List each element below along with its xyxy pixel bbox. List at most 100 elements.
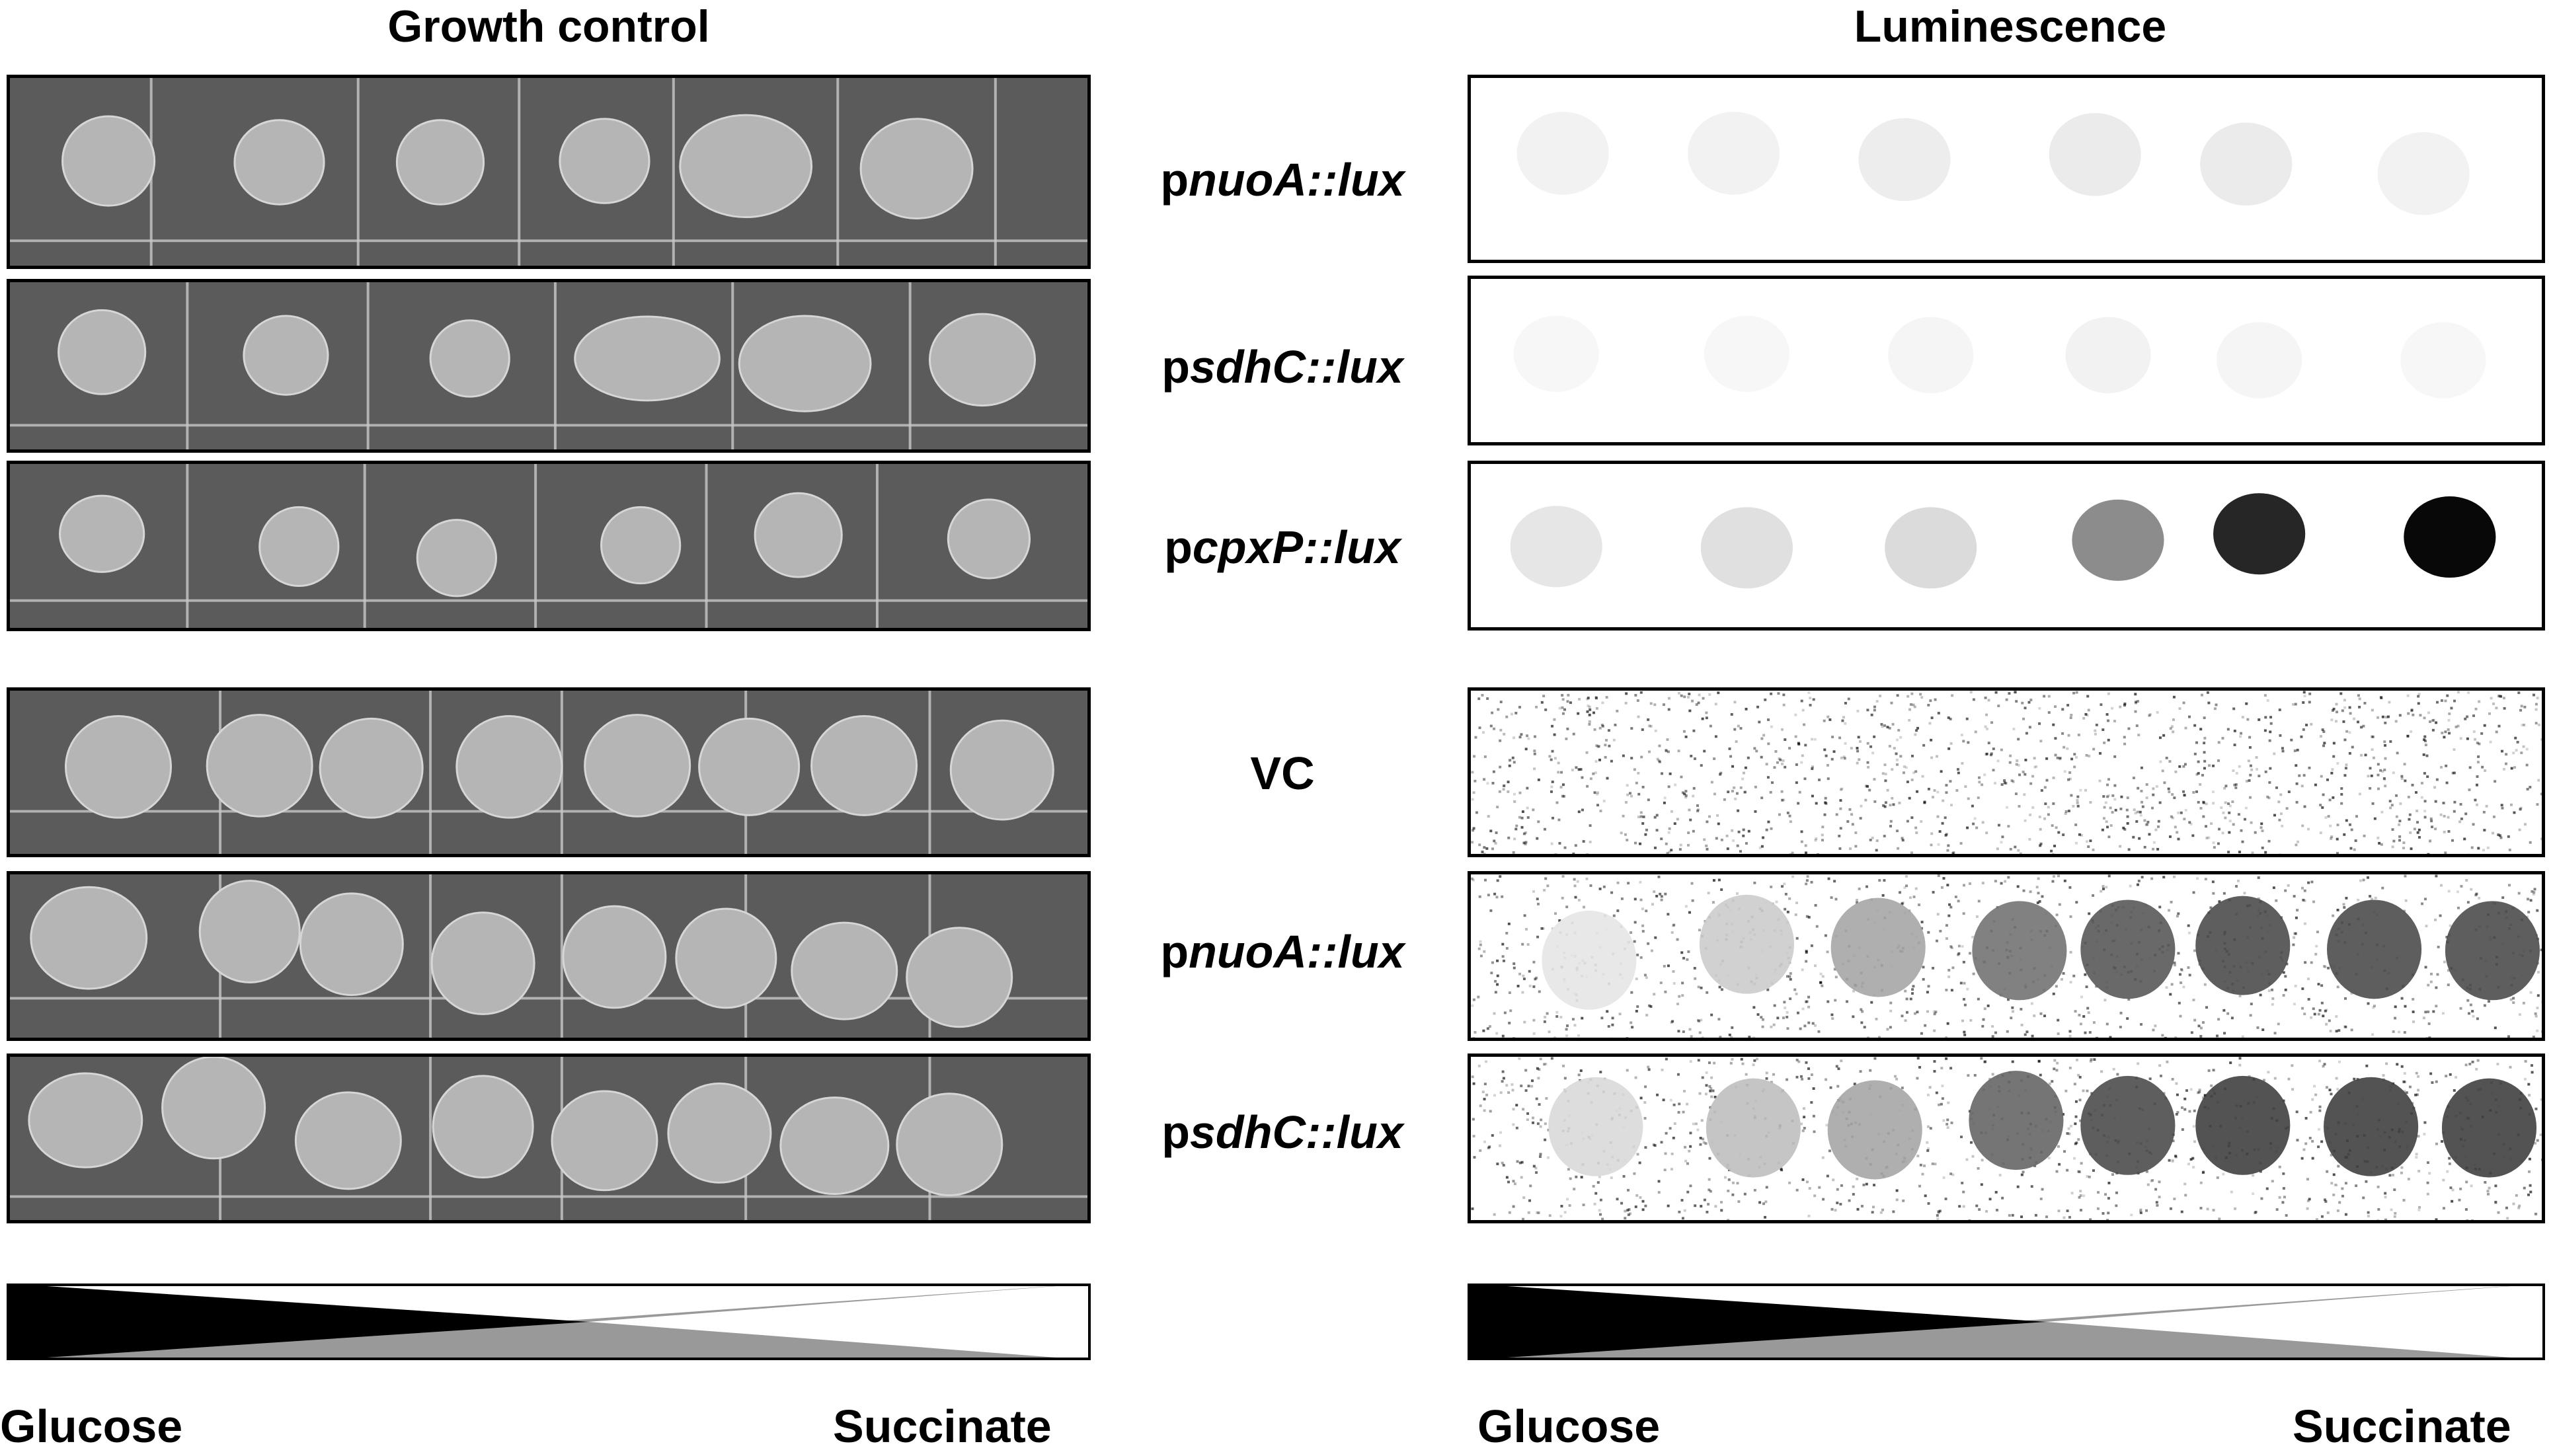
noise-speck [1536,898,1539,901]
noise-speck [2379,769,2382,772]
noise-speck [2234,786,2238,789]
noise-speck [2523,823,2527,826]
noise-speck [2106,1219,2109,1220]
noise-speck [1727,1219,1730,1220]
noise-speck [2275,786,2278,789]
noise-speck [1505,715,1509,718]
noise-speck [2022,889,2025,892]
noise-speck [2407,796,2410,798]
noise-speck [2294,984,2297,987]
noise-speck [1797,802,1800,805]
noise-speck [1916,726,1920,730]
noise-speck [2470,846,2474,849]
noise-speck [2261,829,2264,833]
noise-speck [1784,1007,1787,1009]
noise-speck [2425,754,2429,757]
noise-speck [1899,891,1901,894]
noise-speck [2481,765,2484,769]
noise-speck [2336,908,2339,911]
noise-speck [2429,720,2432,723]
noise-speck [1511,1083,1514,1086]
noise-speck [1890,701,1893,705]
noise-speck [2445,781,2449,785]
noise-speck [1844,722,1847,725]
noise-speck [1767,820,1770,824]
noise-speck [2303,805,2306,808]
noise-speck [1732,839,1735,842]
noise-speck [2199,806,2203,810]
noise-speck [1951,694,1954,697]
noise-speck [2014,691,2017,694]
noise-speck [1593,1202,1596,1206]
noise-speck [1479,943,1482,946]
colony-spot [667,1082,772,1184]
noise-speck [1739,727,1743,730]
noise-speck [1498,790,1501,793]
noise-speck [2106,795,2109,798]
noise-speck [2078,1170,2082,1174]
noise-speck [1633,940,1636,943]
noise-speck [1682,1110,1685,1114]
noise-speck [1494,991,1497,994]
noise-speck [1971,935,1975,939]
noise-speck [1795,901,1799,905]
noise-speck [2034,1213,2037,1217]
noise-speck [2145,1209,2148,1212]
noise-speck [1752,1036,1755,1038]
noise-speck [1830,1013,1834,1016]
noise-speck [2256,768,2259,771]
noise-speck [1653,1144,1657,1147]
noise-speck [1889,1026,1892,1029]
noise-speck [2267,989,2271,992]
noise-speck [2332,1173,2336,1176]
noise-speck [1840,756,1843,759]
noise-speck [2429,980,2433,983]
noise-speck [2442,802,2445,804]
noise-speck [2370,774,2373,777]
noise-speck [1824,801,1827,804]
noise-speck [1478,843,1481,847]
noise-speck [1512,851,1515,854]
noise-speck [2435,1142,2438,1145]
noise-speck [1945,1123,1949,1126]
noise-speck [2534,1212,2538,1215]
noise-speck [1658,760,1661,763]
noise-speck [1764,1215,1767,1219]
noise-speck [2509,1065,2512,1069]
noise-speck [2409,831,2412,834]
noise-speck [2080,1209,2082,1211]
lum-spot [2049,113,2141,196]
noise-speck [1752,1063,1755,1067]
noise-speck [2134,812,2137,815]
noise-speck [2170,725,2174,728]
noise-speck [2079,1119,2082,1122]
noise-speck [2074,1122,2077,1126]
noise-speck [1946,884,1949,887]
noise-speck [2527,1083,2531,1086]
noise-speck [2501,896,2505,900]
noise-speck [1503,785,1506,787]
noise-speck [2427,1011,2430,1013]
noise-speck [2035,765,2038,768]
noise-speck [1930,832,1934,835]
noise-speck [2158,801,2162,804]
noise-speck [1910,851,1913,854]
noise-speck [1668,851,1671,853]
noise-speck [1572,732,1575,736]
noise-speck [1973,817,1977,820]
noise-speck [1687,695,1690,699]
noise-speck [1583,905,1586,909]
noise-speck [1516,985,1520,987]
noise-speck [2187,924,2190,927]
noise-speck [2383,768,2386,771]
noise-speck [1977,1167,1980,1170]
noise-speck [2067,1127,2070,1130]
noise-speck [1620,1202,1624,1205]
noise-speck [2039,827,2042,831]
noise-speck [2138,837,2141,840]
noise-speck [1501,895,1504,898]
noise-speck [2038,900,2041,903]
strain-label-top-3: pcpxP::lux [1164,521,1401,573]
noise-speck [2199,1181,2203,1184]
noise-speck [1533,767,1536,771]
